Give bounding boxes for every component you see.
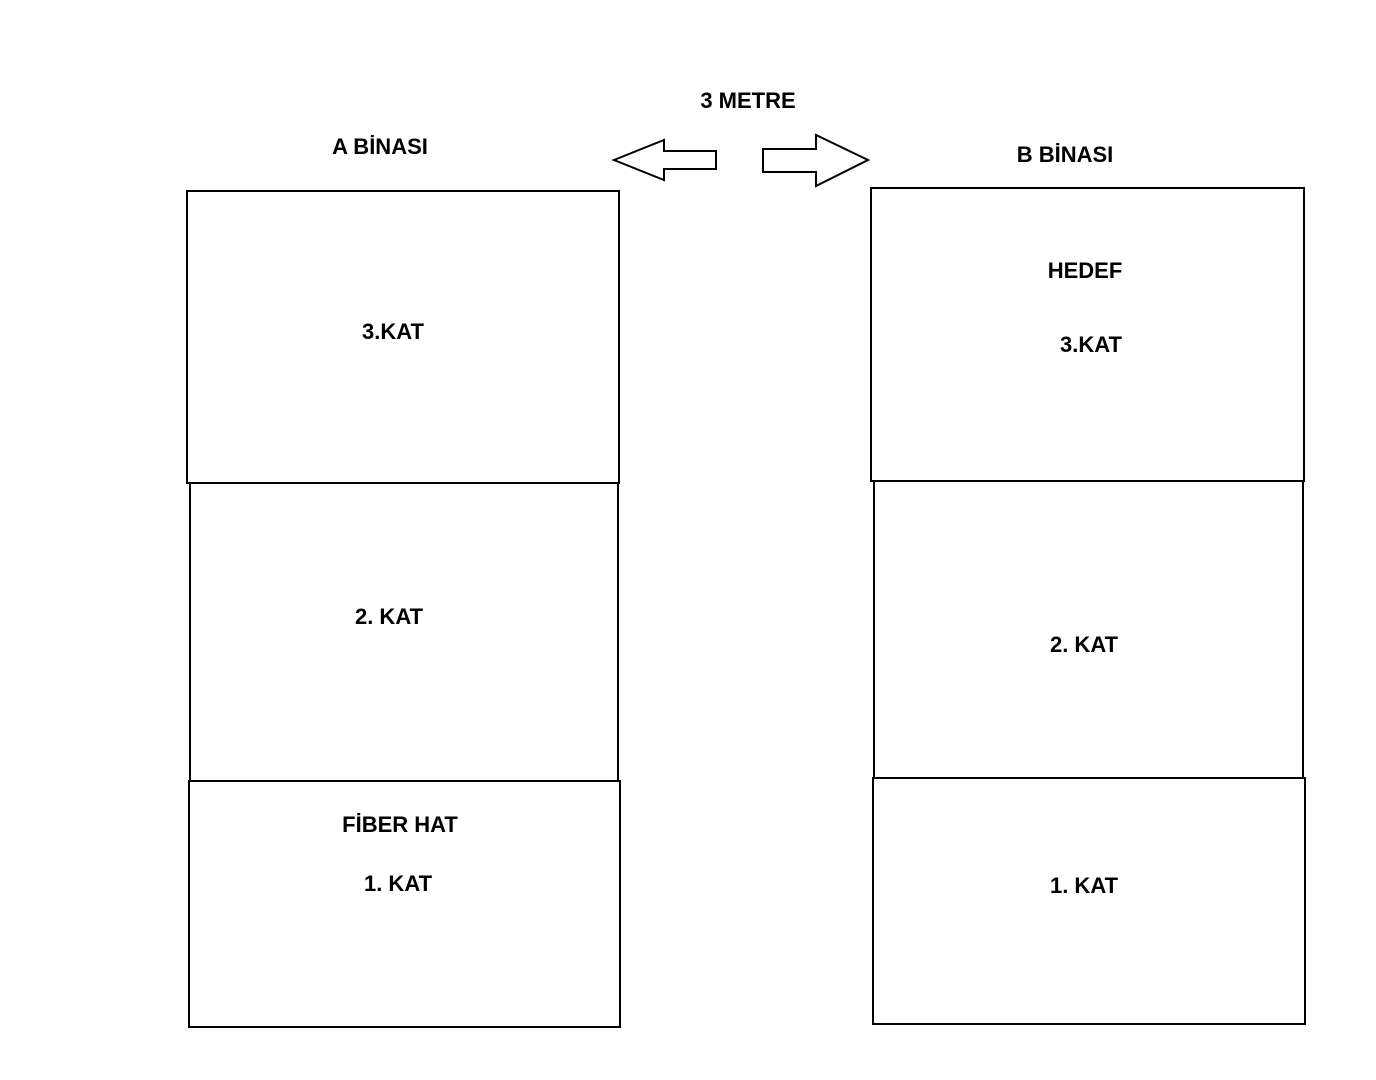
building-b-floor-1-label: 1. KAT bbox=[1049, 873, 1119, 898]
building-a-title: A BİNASI bbox=[332, 134, 428, 159]
building-a-floor-3: 3.KAT bbox=[186, 190, 620, 484]
building-a-floor-1: FİBER HAT 1. KAT bbox=[188, 780, 621, 1028]
building-a-floor-2: 2. KAT bbox=[189, 482, 619, 782]
building-b-floor-3-label: 3.KAT bbox=[1060, 332, 1122, 357]
building-b-floor-3: HEDEF 3.KAT bbox=[870, 187, 1305, 482]
arrow-right-icon bbox=[762, 133, 871, 188]
arrow-left-icon bbox=[611, 138, 717, 182]
building-b-target-note: HEDEF bbox=[1047, 258, 1123, 283]
building-b-title: B BİNASI bbox=[1016, 142, 1114, 167]
building-a-floor-3-label: 3.KAT bbox=[362, 319, 424, 344]
building-a-fiber-line-note: FİBER HAT bbox=[342, 812, 458, 837]
building-b-floor-1: 1. KAT bbox=[872, 777, 1306, 1025]
building-b-floor-2-label: 2. KAT bbox=[1049, 632, 1119, 657]
building-b-floor-2: 2. KAT bbox=[873, 480, 1304, 780]
distance-label: 3 METRE bbox=[700, 88, 796, 113]
building-a-floor-1-label: 1. KAT bbox=[363, 871, 433, 896]
building-a-floor-2-label: 2. KAT bbox=[354, 604, 424, 629]
